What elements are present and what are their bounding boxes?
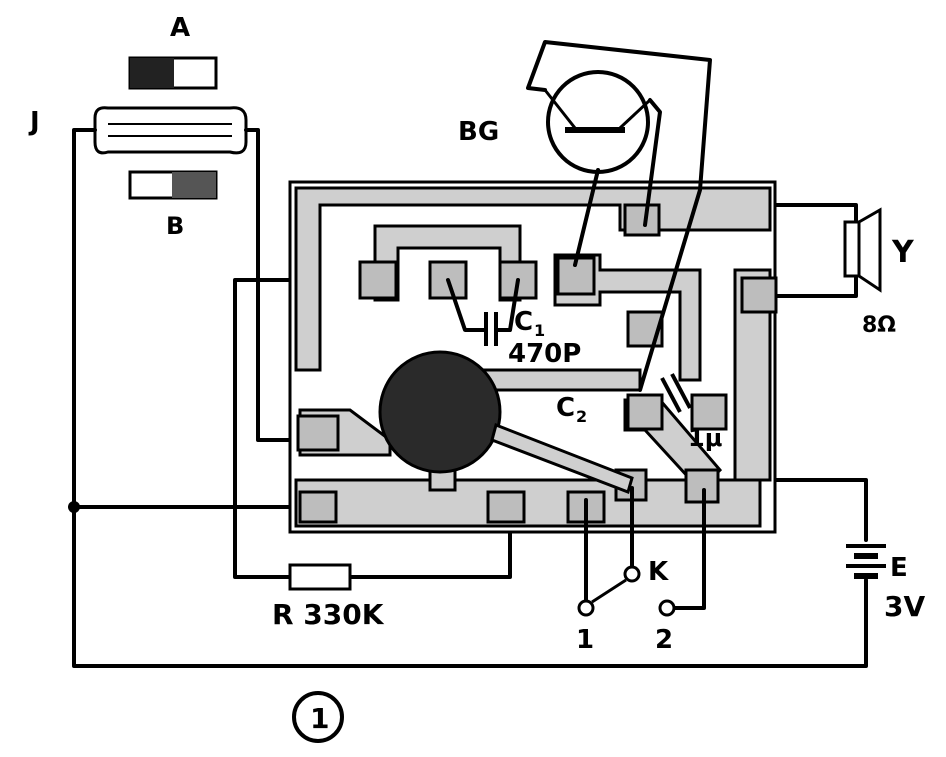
label-speaker: Y (891, 235, 915, 270)
label-pos2: 2 (655, 625, 673, 655)
label-transistor: BG (458, 117, 499, 147)
label-c2-sub: 2 (576, 407, 587, 426)
label-c2: C (556, 393, 575, 423)
resistor-symbol (288, 563, 352, 591)
junction-dot (68, 501, 80, 513)
speaker-y (843, 207, 882, 293)
label-c2-value: 1μ (688, 424, 722, 452)
transistor-bg (526, 40, 712, 392)
label-c1: C (514, 307, 533, 337)
label-battery: E (890, 553, 908, 583)
wire-speaker-top (758, 203, 858, 222)
wire-left-vertical (72, 128, 868, 668)
figure-number-circle (292, 691, 344, 743)
switch-a (128, 56, 218, 90)
battery-e (846, 544, 886, 579)
label-c1-sub: 1 (534, 321, 545, 340)
label-battery-voltage: 3V (884, 590, 925, 623)
label-c1-value: 470P (508, 339, 581, 369)
label-resistor: R 330K (272, 598, 385, 631)
wire-jack-right (244, 128, 302, 442)
label-pos1: 1 (576, 625, 594, 655)
label-switch-k: K (648, 557, 669, 587)
label-figure-number: 1 (310, 702, 329, 735)
capacitor-c1 (446, 278, 520, 346)
label-speaker-impedance: 8Ω (862, 313, 896, 338)
pcb-board (288, 180, 778, 534)
label-jack: J (28, 107, 40, 137)
label-switch-b: B (166, 212, 184, 240)
switch-b (128, 170, 218, 200)
wire-speaker-bottom (758, 276, 858, 298)
jack-tube (93, 106, 248, 155)
wire-battery-top (758, 478, 868, 542)
switch-k (577, 486, 706, 617)
label-switch-a: A (170, 13, 190, 43)
capacitor-c2 (660, 373, 692, 413)
